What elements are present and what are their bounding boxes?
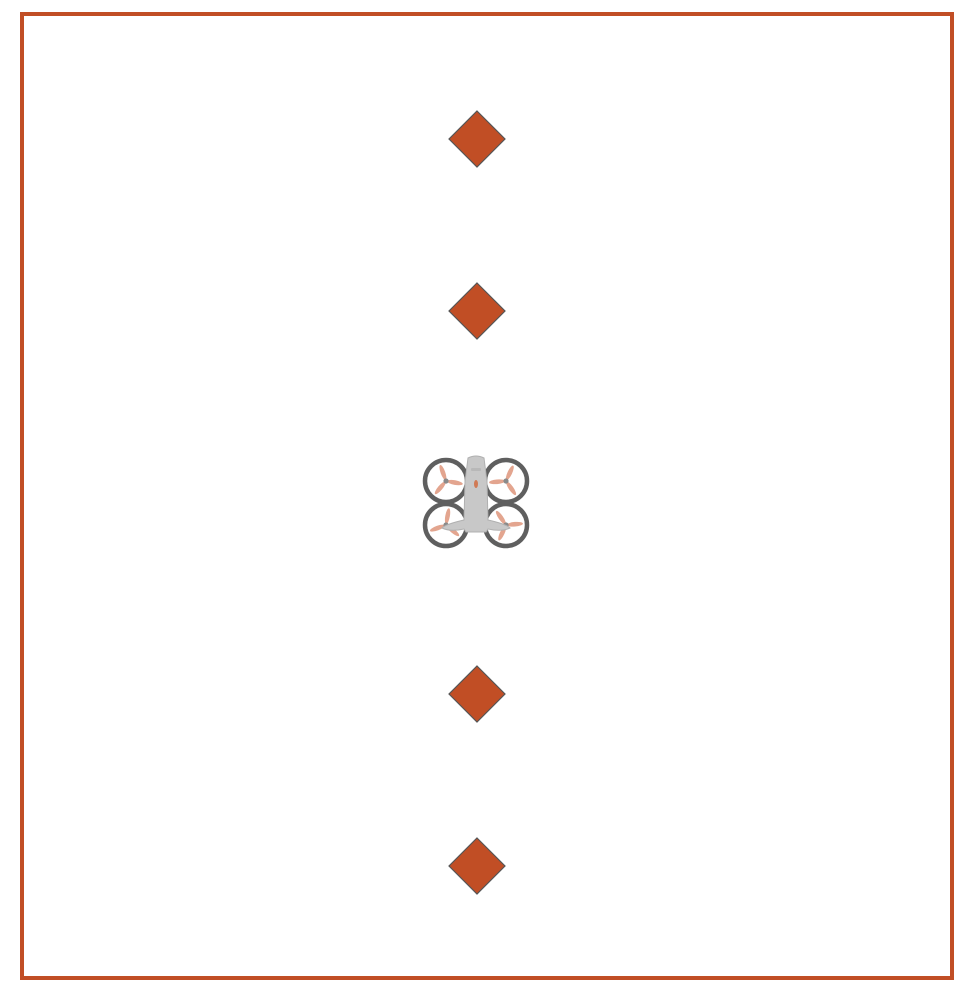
- arena-boundary: [20, 12, 954, 980]
- waypoint-marker[interactable]: [448, 837, 506, 895]
- drone-body: [441, 455, 511, 533]
- propeller-guard-front-left: [422, 457, 470, 505]
- waypoint-marker[interactable]: [448, 665, 506, 723]
- waypoint-marker[interactable]: [448, 282, 506, 340]
- propeller-guard-front-right: [482, 457, 530, 505]
- waypoint-marker[interactable]: [448, 110, 506, 168]
- quadcopter-drone-icon[interactable]: [422, 455, 530, 549]
